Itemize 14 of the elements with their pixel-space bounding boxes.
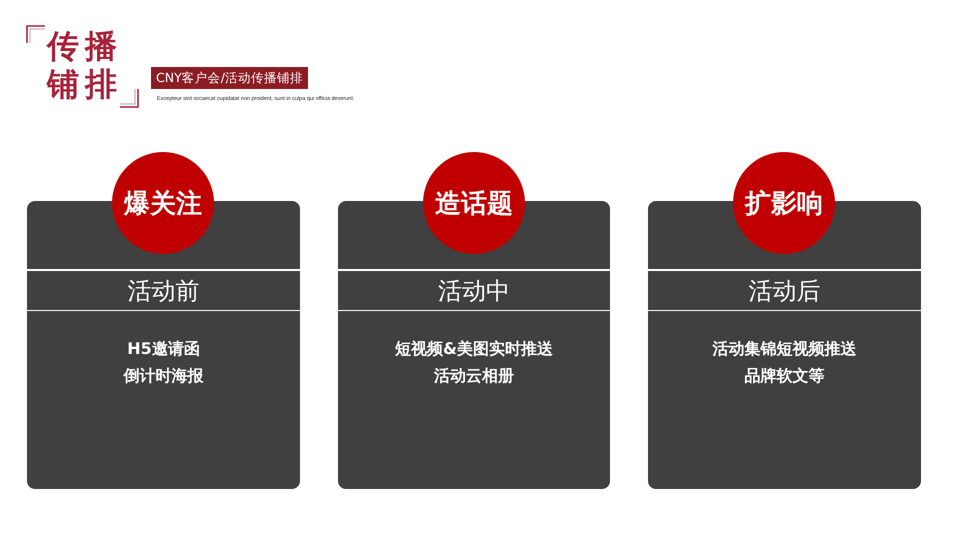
phase-heading: 活动中 (438, 276, 510, 307)
phase-heading: 活动前 (128, 276, 200, 307)
title-text: 传播铺排 (47, 27, 124, 103)
stage-circle: 爆关注 (112, 152, 214, 254)
item-text: 短视频&美图实时推送 (395, 338, 553, 360)
stage-circle: 扩影响 (733, 152, 835, 254)
phase-heading: 活动后 (748, 276, 820, 307)
item-text: H5邀请函 (127, 338, 200, 360)
item-text: 活动云相册 (434, 365, 514, 387)
item-text: 品牌软文等 (744, 365, 824, 387)
item-text: 活动集锦短视频推送 (712, 338, 856, 360)
subtitle-bar: CNY客户会/活动传播铺排 (151, 67, 308, 89)
item-text: 倒计时海报 (124, 365, 204, 387)
stage-circle: 造话题 (423, 152, 525, 254)
